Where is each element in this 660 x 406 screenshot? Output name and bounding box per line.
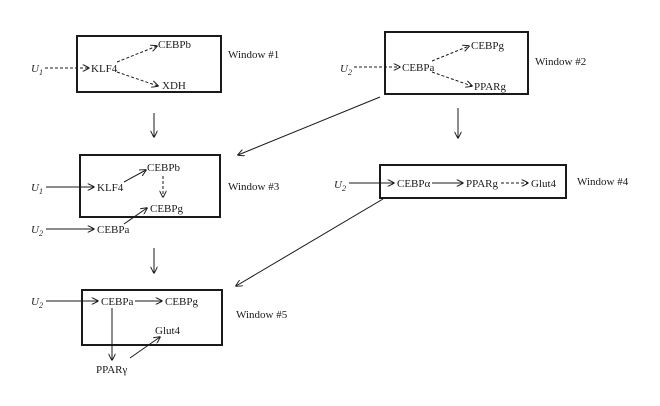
window-1: Window #1 U1 KLF4 CEBPb XDH (31, 35, 279, 93)
edge-klf4-xdh (116, 71, 158, 86)
node-pparg: PPARg (466, 178, 499, 190)
node-cebpa: CEBPa (402, 62, 435, 74)
edge-cebpa-cebpg (431, 46, 469, 62)
edge-cebpa-pparg (431, 71, 472, 86)
u2-input-label: U2 (31, 224, 43, 238)
window-1-box (76, 35, 222, 93)
node-cebpb: CEBPb (147, 162, 181, 174)
node-glut4: Glut4 (531, 178, 557, 190)
window-2-label: Window #2 (535, 56, 586, 68)
node-klf4: KLF4 (91, 63, 118, 75)
u1-input-label: U1 (31, 182, 43, 196)
window-5-label: Window #5 (236, 309, 288, 321)
edge-ppargamma-glut4 (129, 337, 160, 359)
edge-window4-window5 (236, 198, 384, 286)
node-cebp-alpha: CEBPα (397, 178, 431, 190)
node-klf4: KLF4 (97, 182, 124, 194)
window-3: Window #3 U1 KLF4 CEBPb CEBPg U2 CEBPa (31, 154, 280, 238)
node-cebpa: CEBPa (101, 296, 134, 308)
node-xdh: XDH (162, 80, 186, 92)
edge-window2-window3 (238, 96, 381, 155)
window-2: Window #2 U2 CEBPa CEBPg PPARg (340, 31, 586, 95)
u2-input-label: U2 (334, 179, 346, 193)
node-cebpg: CEBPg (165, 296, 199, 308)
window-1-label: Window #1 (228, 49, 279, 61)
node-glut4: Glut4 (155, 325, 181, 337)
u2-input-label: U2 (31, 296, 43, 310)
node-cebpg: CEBPg (150, 203, 184, 215)
node-pparg: PPARg (474, 81, 507, 93)
node-cebpa: CEBPa (97, 224, 130, 236)
u2-input-label: U2 (340, 63, 352, 77)
window-3-label: Window #3 (228, 181, 280, 193)
edge-klf4-cebpb (116, 46, 157, 63)
edge-cebpa-cebpg (123, 208, 147, 225)
window-2-box (384, 31, 529, 95)
window-5: Window #5 U2 CEBPa CEBPg PPARγ Glut4 (31, 289, 288, 376)
window-3-box (79, 154, 221, 218)
u1-input-label: U1 (31, 63, 43, 77)
edge-klf4-cebpb (123, 170, 146, 183)
window-4-box (379, 164, 567, 199)
node-ppar-gamma: PPARγ (96, 364, 128, 376)
node-cebpg: CEBPg (471, 40, 505, 52)
window-4: Window #4 U2 CEBPα PPARg Glut4 (334, 164, 629, 199)
window-5-box (81, 289, 223, 346)
node-cebpb: CEBPb (158, 39, 192, 51)
window-4-label: Window #4 (577, 176, 629, 188)
